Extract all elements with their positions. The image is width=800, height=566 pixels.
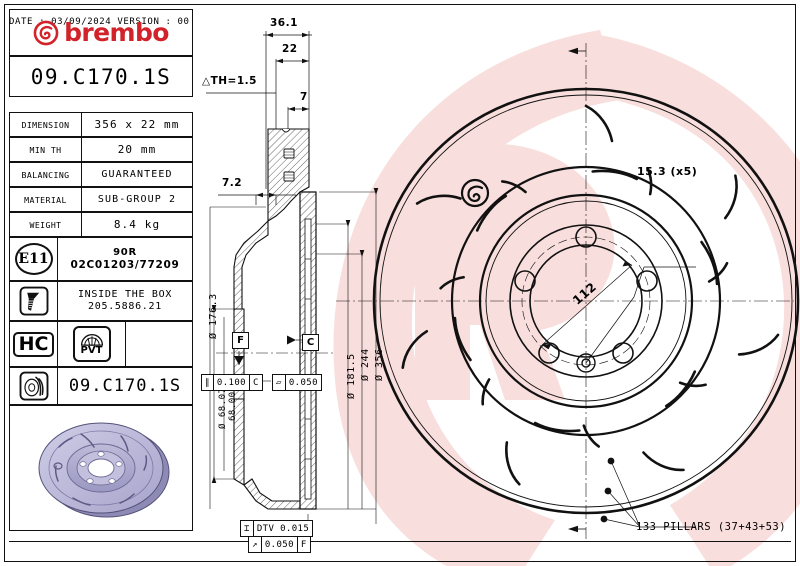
spec-label: DIMENSION	[21, 119, 70, 130]
brake-disc-icon	[19, 371, 48, 401]
spec-value: 8.4 kg	[113, 218, 161, 231]
dtv-symbol: ⌶	[241, 521, 254, 536]
accessory-line2: 205.5886.21	[88, 301, 162, 312]
footer-date: DATE : 03/09/2024 VERSION : 00	[9, 9, 193, 28]
badges-row: HC PVT	[9, 321, 193, 367]
slot-width-callout: 15.3 (x5)	[637, 165, 698, 178]
datum-c: C	[302, 334, 319, 351]
part-number-header: 09.C170.1S	[9, 56, 193, 97]
runout-datum: F	[300, 539, 307, 550]
spec-row-material: MATERIAL SUB-GROUP 2	[9, 187, 193, 212]
dim-inner-pad-dia: Ø 181.5	[346, 353, 357, 399]
dim-hat-outer-dia: Ø 176.3	[208, 293, 219, 339]
parallelism-value: 0.100	[214, 375, 250, 390]
screw-icon	[19, 286, 48, 316]
flatness-frame: ▱ 0.050	[272, 374, 322, 391]
brembo-wordmark: brembo	[64, 18, 169, 47]
runout-value: 0.050	[262, 537, 298, 552]
homologation-row: E11 90R 02C01203/77209	[9, 237, 193, 281]
dim-overall-width: 36.1	[270, 17, 298, 29]
e11-mark: E11	[18, 251, 49, 267]
homologation-line2: 02C01203/77209	[70, 259, 180, 271]
spec-row-dimension: DIMENSION 356 x 22 mm	[9, 112, 193, 137]
e11-circle-icon: E11	[14, 243, 53, 275]
spec-value: GUARANTEED	[101, 169, 173, 180]
pvt-label: PVT	[80, 344, 103, 356]
spec-row-weight: WEIGHT 8.4 kg	[9, 212, 193, 237]
spec-row-balancing: BALANCING GUARANTEED	[9, 162, 193, 187]
pvt-badge: PVT	[72, 326, 111, 362]
spec-value: SUB-GROUP 2	[97, 194, 177, 205]
cross-section-view: 36.1 22 7 △TH=1.5 7.2 Ø 176.3 Ø 68.074 6…	[196, 9, 396, 553]
brake-disc-3d-render	[38, 422, 170, 518]
rotor-face-view: 15.3 (x5) 112 133 PILLARS (37+43+53)	[336, 9, 800, 549]
accessory-line1: INSIDE THE BOX	[77, 289, 173, 300]
spec-row-min-th: MIN TH 20 mm	[9, 137, 193, 162]
footer-date-text: DATE : 03/09/2024 VERSION : 00	[9, 17, 190, 27]
parallelism-datum: C	[253, 377, 259, 388]
runout-symbol: ↗	[249, 537, 262, 552]
coated-disc-icon	[80, 333, 103, 346]
dim-swept-dia: Ø 244	[360, 348, 371, 381]
runout-frame: ↗ 0.050 F	[248, 536, 311, 553]
dtv-frame: ⌶ DTV 0.015	[240, 520, 314, 537]
flatness-value: 0.050	[288, 377, 318, 388]
dim-hat-width: 22	[282, 43, 298, 55]
part-number-text-2: 09.C170.1S	[68, 376, 182, 396]
product-photo	[9, 405, 193, 531]
dtv-value: DTV 0.015	[256, 523, 310, 534]
homologation-line1: 90R	[113, 247, 137, 258]
title-block: brembo 09.C170.1S DIMENSION 356 x 22 mm …	[9, 9, 193, 550]
spec-label: BALANCING	[21, 169, 70, 180]
dim-hat-offset: 7.2	[222, 177, 243, 189]
spec-value: 356 x 22 mm	[94, 118, 180, 131]
brembo-logo: brembo	[9, 9, 193, 56]
accessory-row: INSIDE THE BOX 205.5886.21	[9, 281, 193, 321]
footer-divider	[9, 541, 791, 542]
datum-f: F	[232, 332, 249, 349]
brembo-spiral-icon	[460, 178, 490, 208]
sheet-border	[4, 4, 796, 562]
part-number-text: 09.C170.1S	[30, 64, 172, 89]
parallelism-symbol: ∥	[202, 375, 214, 390]
spec-label: MIN TH	[29, 144, 62, 155]
pillars-callout: 133 PILLARS (37+43+53)	[636, 521, 787, 533]
part-number-row-2: 09.C170.1S	[9, 367, 193, 405]
brembo-spiral-icon	[33, 20, 59, 45]
spec-label: WEIGHT	[29, 219, 62, 230]
dim-hat-flange: 7	[300, 91, 308, 103]
parallelism-frame: ∥ 0.100 C	[201, 374, 263, 391]
hc-badge: HC	[12, 331, 55, 357]
flatness-symbol: ▱	[273, 375, 286, 390]
dim-thickness-tolerance: △TH=1.5	[202, 75, 257, 87]
spec-label: MATERIAL	[24, 194, 67, 205]
spec-value: 20 mm	[117, 143, 157, 156]
